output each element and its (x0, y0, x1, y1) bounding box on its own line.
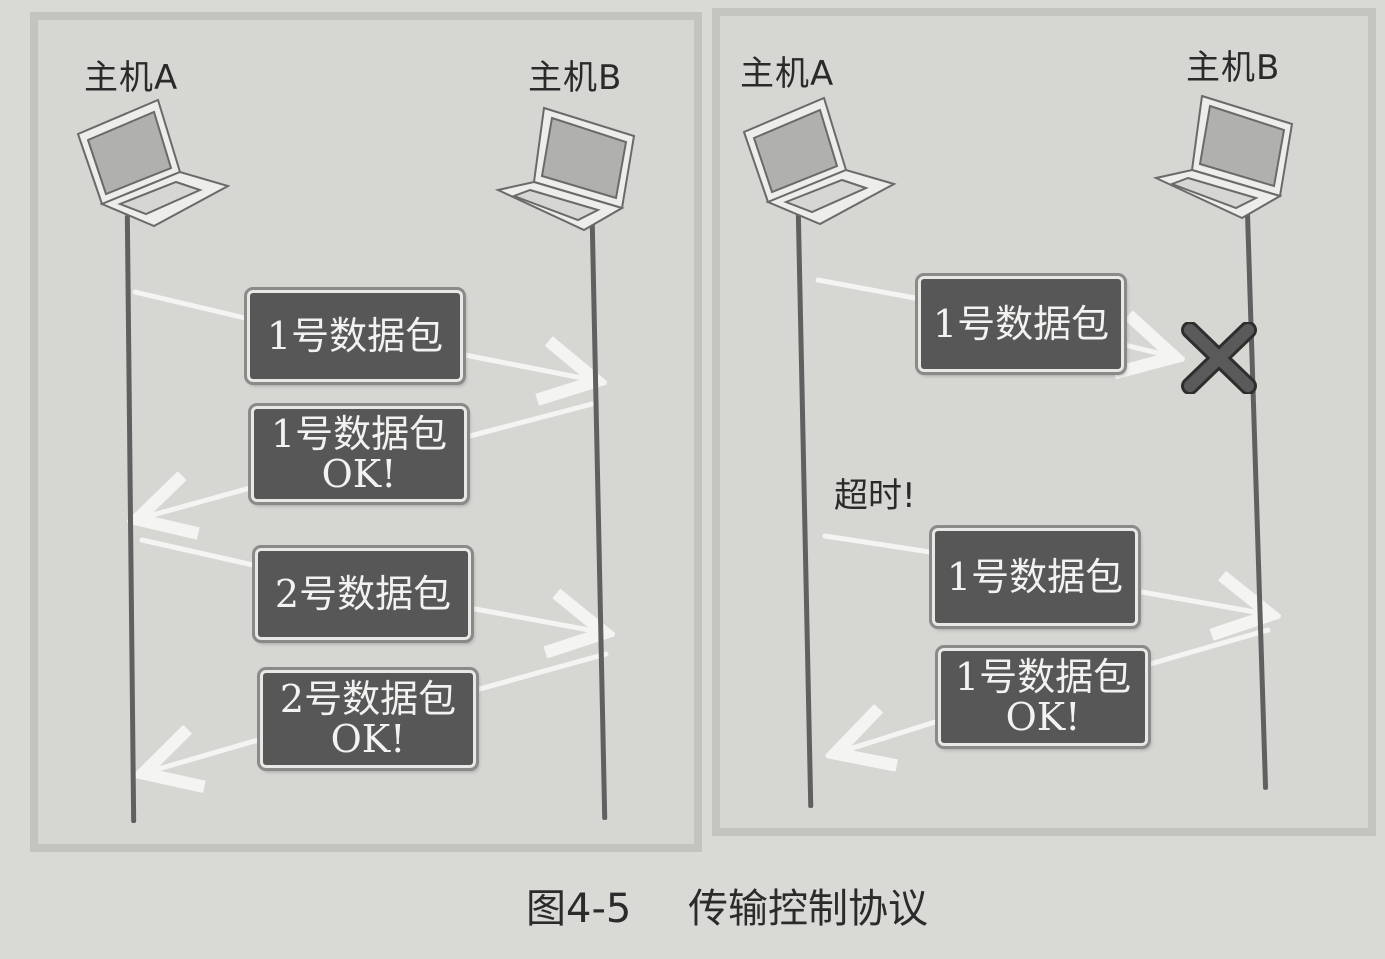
ack-label: OK! (321, 452, 397, 496)
packet-box: 1号数据包 (244, 287, 466, 385)
packet-label: 1号数据包 (954, 655, 1132, 699)
figure-caption: 图4-5 传输控制协议 (526, 876, 928, 934)
packet-box: 1号数据包 (915, 273, 1127, 375)
packet-box: 1号数据包 (929, 525, 1141, 629)
timeout-label: 超时! (834, 476, 916, 516)
ack-box: 2号数据包 OK! (257, 667, 479, 771)
packet-label: 2号数据包 (274, 572, 452, 616)
laptop-icon (76, 98, 231, 228)
x-mark-icon (1181, 322, 1257, 394)
figure-title: 传输控制协议 (688, 886, 929, 932)
packet-label: 1号数据包 (932, 302, 1110, 346)
ack-box: 1号数据包 OK! (248, 403, 470, 505)
packet-box: 2号数据包 (252, 545, 474, 643)
laptop-icon (1152, 94, 1294, 220)
host-b-label: 主机B (528, 58, 623, 98)
packet-label: 2号数据包 (279, 677, 457, 721)
host-a-label: 主机A (740, 54, 835, 94)
packet-label: 1号数据包 (270, 412, 448, 456)
laptop-icon (494, 106, 636, 232)
packet-label: 1号数据包 (946, 555, 1124, 599)
ack-label: OK! (1005, 695, 1081, 739)
host-b-label: 主机B (1186, 48, 1281, 88)
laptop-icon (742, 96, 897, 226)
host-a-label: 主机A (84, 58, 179, 98)
ack-label: OK! (330, 717, 406, 761)
ack-box: 1号数据包 OK! (935, 645, 1151, 749)
packet-label: 1号数据包 (266, 314, 444, 358)
figure-number: 图4-5 (526, 886, 632, 932)
